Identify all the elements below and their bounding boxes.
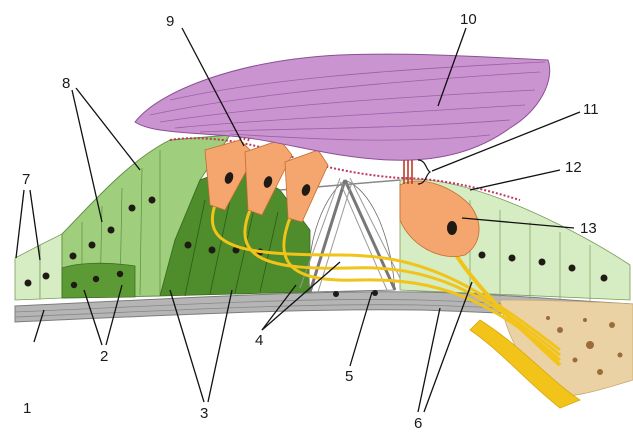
label-13: 13	[580, 220, 597, 237]
label-10: 10	[460, 11, 477, 28]
label-3: 3	[200, 405, 208, 422]
label-11: 11	[583, 101, 599, 118]
label-5: 5	[345, 368, 353, 385]
label-7: 7	[22, 171, 30, 188]
outer-sulcus-cells	[15, 234, 62, 300]
label-1: 1	[23, 400, 31, 417]
label-6: 6	[414, 415, 422, 432]
label-2: 2	[100, 348, 108, 365]
label-9: 9	[166, 13, 174, 30]
label-8: 8	[62, 75, 70, 92]
boettcher-cells	[62, 263, 135, 298]
label-4: 4	[255, 332, 263, 349]
label-12: 12	[565, 159, 582, 176]
spiral-lamina-bone	[500, 300, 633, 396]
